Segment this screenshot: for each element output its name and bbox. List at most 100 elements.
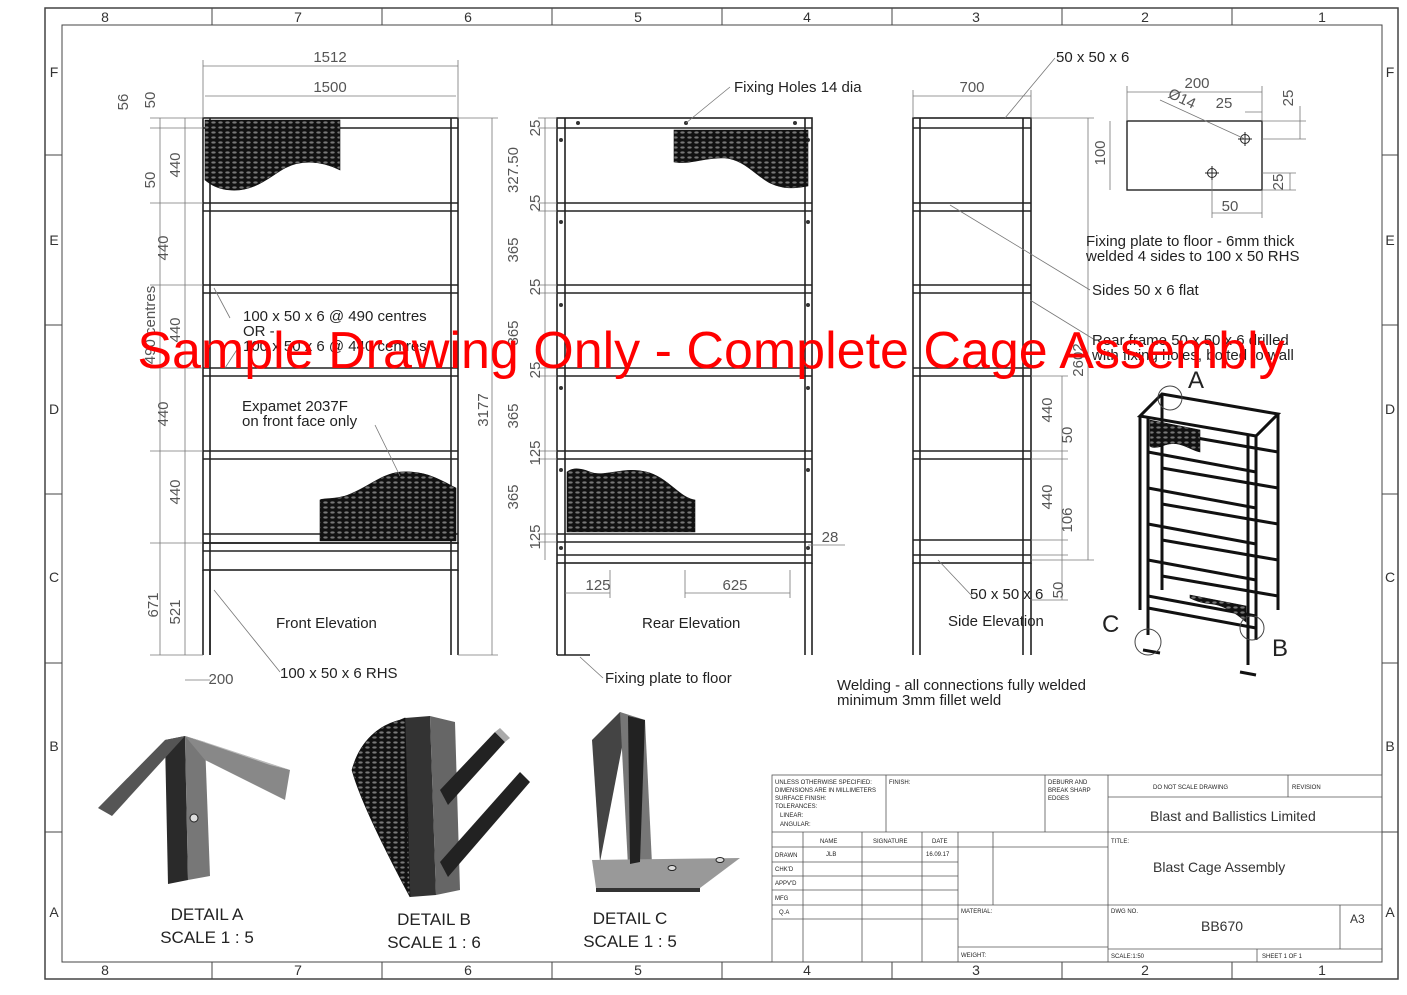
detail-a xyxy=(98,736,290,884)
dim-label: 440 xyxy=(167,317,184,342)
tb-signature-header: SIGNATURE xyxy=(873,839,908,845)
dim-label: 25 xyxy=(527,195,544,212)
dim-label: 700 xyxy=(959,79,984,96)
col-label: 4 xyxy=(803,962,811,978)
tb-mfg: MFG xyxy=(775,896,789,902)
dim-label: 25 xyxy=(527,279,544,296)
dim-label: 440 xyxy=(155,401,172,426)
welding-line-2: minimum 3mm fillet weld xyxy=(837,692,1001,709)
dim-label: 25 xyxy=(527,120,544,137)
row-label: E xyxy=(49,232,58,248)
col-label: 6 xyxy=(464,962,472,978)
dim-label: 365 xyxy=(505,237,522,262)
row-label: C xyxy=(1385,569,1395,585)
rear-elevation: 25 327.50 25 365 25 365 25 365 125 365 1… xyxy=(505,79,862,687)
dim-label: 365 xyxy=(505,403,522,428)
dim-label: 125 xyxy=(527,524,544,549)
dim-label: 521 xyxy=(167,599,184,624)
tb-weight: WEIGHT: xyxy=(961,953,986,959)
tb-revision: REVISION xyxy=(1292,785,1321,791)
col-label: 5 xyxy=(634,9,642,25)
tb-sheet-size: A3 xyxy=(1350,912,1365,926)
tb-spec-1: UNLESS OTHERWISE SPECIFIED: xyxy=(775,780,872,786)
dim-label: 3177 xyxy=(475,393,492,426)
welding-note: Welding - all connections fully welded m… xyxy=(837,677,1086,709)
tb-scale: SCALE:1:50 xyxy=(1111,954,1145,960)
tb-date-header: DATE xyxy=(932,839,948,845)
side-elevation: 700 2602 440 50 440 106 50 50 x 50 x 6 S… xyxy=(912,49,1294,655)
sheet-border: 8 7 6 5 4 3 2 1 8 7 6 5 4 3 2 1 F E D C … xyxy=(44,7,1399,980)
row-label: B xyxy=(1385,738,1394,754)
tb-company: Blast and Ballistics Limited xyxy=(1150,808,1316,824)
iso-label-b: B xyxy=(1272,635,1288,662)
front-elevation: 1512 1500 56 50 50 440 440 440 440 440 4… xyxy=(115,49,498,688)
col-label: 3 xyxy=(972,962,980,978)
detail-b-scale: SCALE 1 : 6 xyxy=(387,933,481,952)
side-elevation-title: Side Elevation xyxy=(948,613,1044,630)
col-label: 7 xyxy=(294,9,302,25)
note-plate-thick: Fixing plate to floor - 6mm thick xyxy=(1086,233,1295,250)
dim-label: 440 xyxy=(167,152,184,177)
front-elevation-title: Front Elevation xyxy=(276,615,377,632)
isometric-view: A B C xyxy=(1102,367,1288,677)
detail-labels: DETAIL A SCALE 1 : 5 DETAIL B SCALE 1 : … xyxy=(160,905,677,952)
dim-label: 625 xyxy=(722,577,747,594)
col-label: 8 xyxy=(101,962,109,978)
note-fixing-holes: Fixing Holes 14 dia xyxy=(734,79,862,96)
tb-spec-3: SURFACE FINISH: xyxy=(775,796,827,802)
iso-label-c: C xyxy=(1102,611,1119,638)
dim-label: 200 xyxy=(1184,75,1209,92)
col-label: 3 xyxy=(972,9,980,25)
dim-label: 25 xyxy=(1270,174,1287,191)
detail-b-name: DETAIL B xyxy=(397,910,471,929)
note-expamet-face: on front face only xyxy=(242,413,358,430)
col-label: 2 xyxy=(1141,9,1149,25)
note-plate-welded: welded 4 sides to 100 x 50 RHS xyxy=(1085,248,1299,265)
dim-label: 50 xyxy=(1050,582,1067,599)
dim-label: 50 xyxy=(142,172,159,189)
dim-label: 1512 xyxy=(313,49,346,66)
col-label: 1 xyxy=(1318,9,1326,25)
tb-do-not-scale: DO NOT SCALE DRAWING xyxy=(1153,785,1228,791)
tb-deburr-3: EDGES xyxy=(1048,796,1069,802)
detail-c-name: DETAIL C xyxy=(593,909,668,928)
dim-label: 106 xyxy=(1059,507,1076,532)
note-rhs-490: 100 x 50 x 6 @ 490 centres xyxy=(243,308,427,325)
dim-label: 490 centres xyxy=(142,286,159,364)
tb-drawn-name: JLB xyxy=(826,852,836,858)
dim-label: 50 xyxy=(1059,427,1076,444)
dim-label: 440 xyxy=(167,479,184,504)
tb-spec-4: TOLERANCES: xyxy=(775,804,818,810)
detail-c-scale: SCALE 1 : 5 xyxy=(583,932,677,951)
note-bottom-member: 50 x 50 x 6 xyxy=(970,586,1043,603)
dim-label: 440 xyxy=(1039,484,1056,509)
tb-qa: Q.A xyxy=(779,910,789,916)
tb-drawn-date: 16.09.17 xyxy=(926,852,950,858)
row-label: E xyxy=(1385,232,1394,248)
dim-label: 365 xyxy=(505,484,522,509)
note-rhs-leg: 100 x 50 x 6 RHS xyxy=(280,665,398,682)
dim-label: 440 xyxy=(1039,397,1056,422)
tb-spec-2: DIMENSIONS ARE IN MILLIMETERS xyxy=(775,788,876,794)
row-label: F xyxy=(50,64,59,80)
dim-label: 100 xyxy=(1092,140,1109,165)
col-label: 8 xyxy=(101,9,109,25)
row-label: A xyxy=(49,904,59,920)
note-top-member: 50 x 50 x 6 xyxy=(1056,49,1129,66)
dim-label: 440 xyxy=(155,235,172,260)
tb-drawing-title: Blast Cage Assembly xyxy=(1153,859,1285,875)
dim-label: 125 xyxy=(585,577,610,594)
note-rear-frame-bolted: with fixing holes, bolted to wall xyxy=(1091,347,1294,364)
dim-label: 2602 xyxy=(1070,343,1087,376)
col-label: 5 xyxy=(634,962,642,978)
row-label: F xyxy=(1386,64,1395,80)
tb-spec-5: LINEAR: xyxy=(780,813,804,819)
row-label: B xyxy=(49,738,58,754)
dim-label: 28 xyxy=(822,529,839,546)
detail-a-name: DETAIL A xyxy=(171,905,244,924)
detail-a-scale: SCALE 1 : 5 xyxy=(160,928,254,947)
dim-label: 671 xyxy=(145,592,162,617)
dim-label: 56 xyxy=(115,94,132,111)
tb-material: MATERIAL: xyxy=(961,909,993,915)
